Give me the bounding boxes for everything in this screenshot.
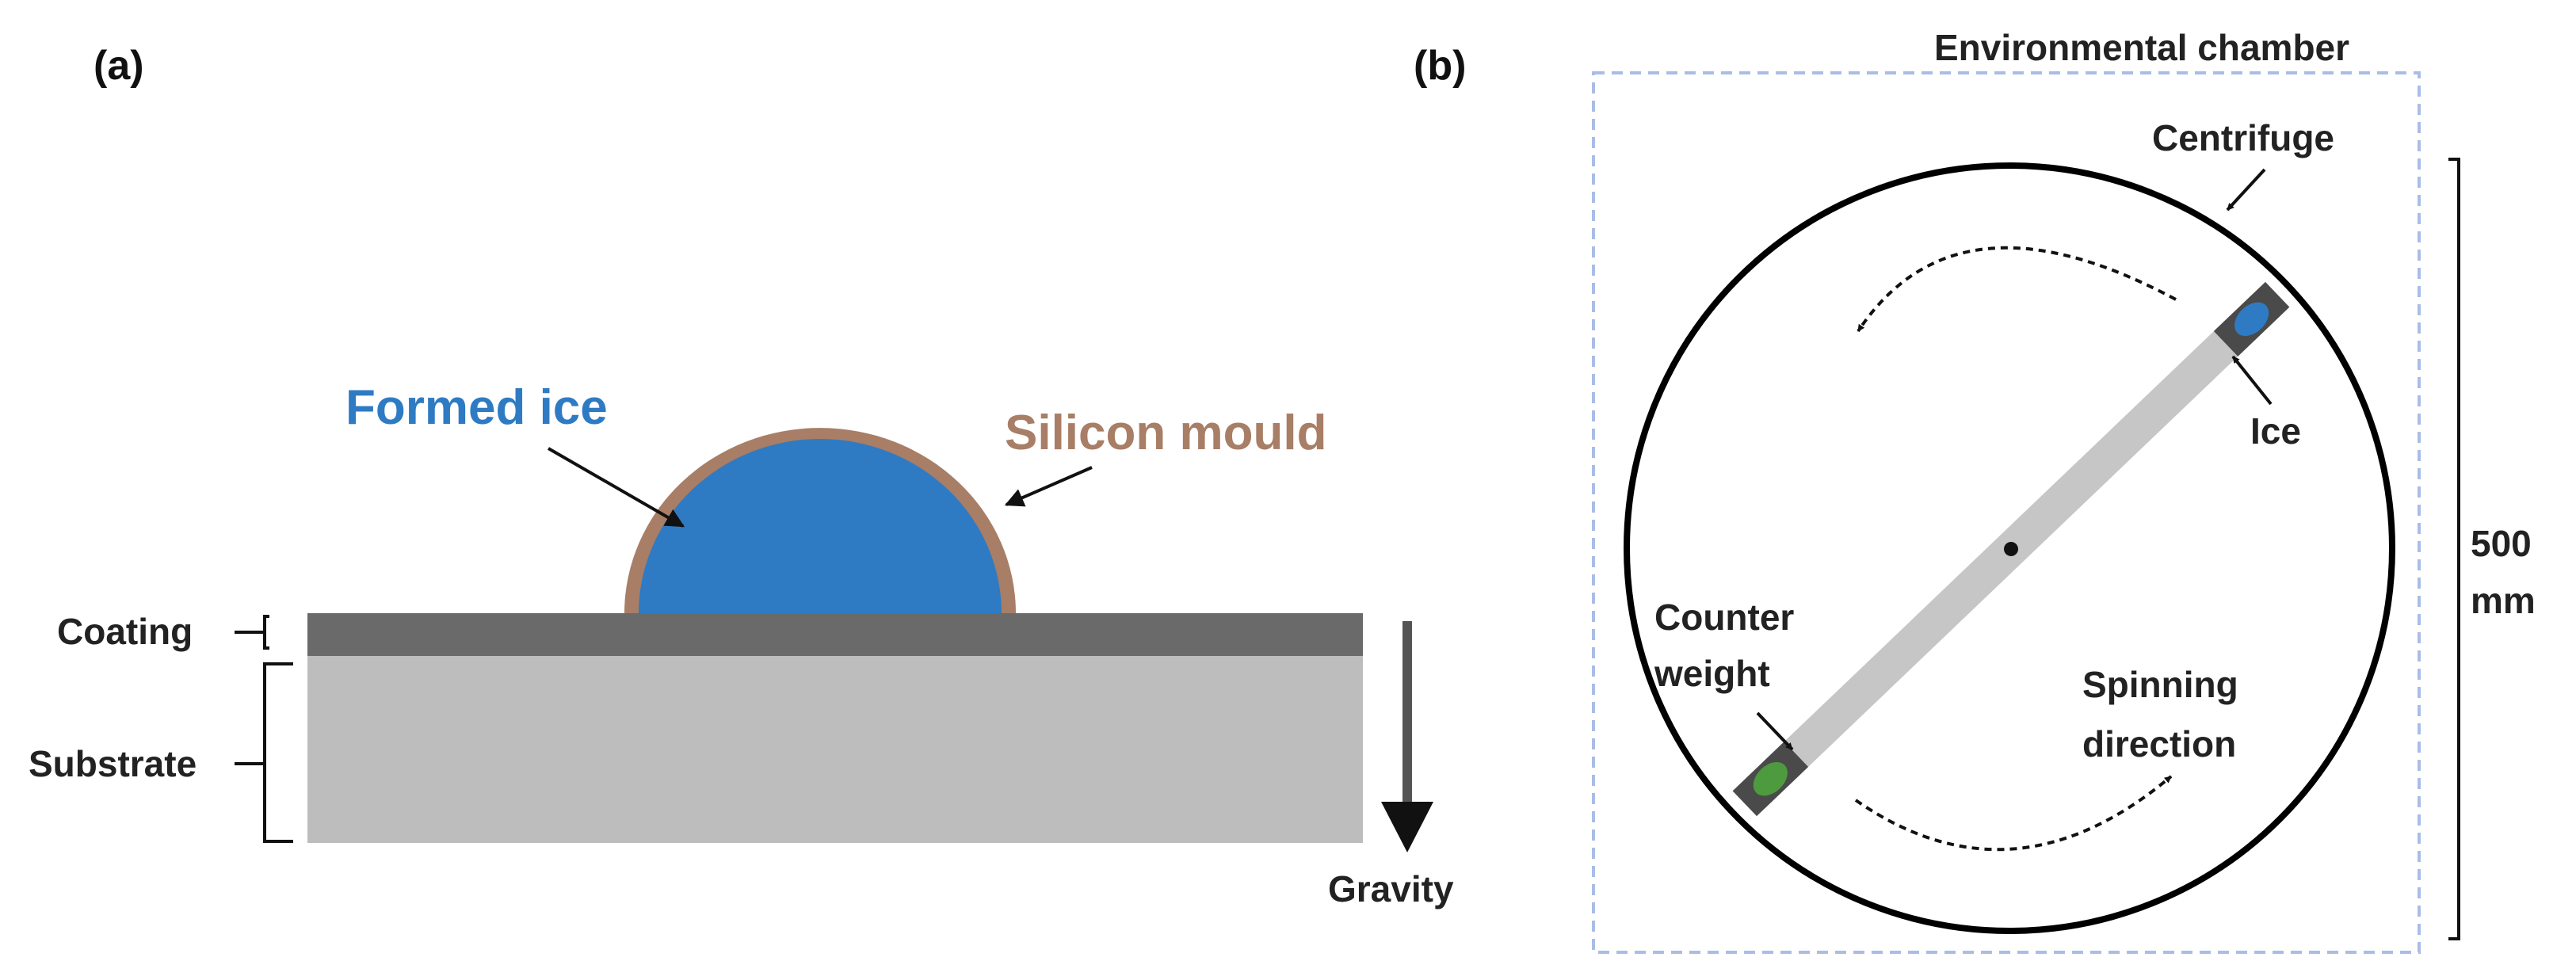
spinning-direction-label-line2: direction bbox=[2082, 723, 2236, 765]
spin-arrow-bottom bbox=[1854, 775, 2173, 852]
dimension-bar bbox=[2448, 158, 2460, 940]
centrifuge-label: Centrifuge bbox=[2152, 117, 2334, 158]
arm-pivot bbox=[2004, 542, 2018, 556]
formed-ice-pointer bbox=[548, 447, 685, 528]
environmental-chamber-label: Environmental chamber bbox=[1934, 27, 2349, 68]
formed-ice bbox=[639, 439, 1002, 613]
spin-arrow-top bbox=[1857, 246, 2177, 333]
dimension-unit: mm bbox=[2471, 580, 2536, 621]
counter-weight-mass bbox=[1753, 761, 1788, 796]
spinning-direction-label-line1: Spinning bbox=[2082, 664, 2238, 705]
counter-weight-label-line1: Counter bbox=[1654, 597, 1794, 638]
substrate-bracket bbox=[235, 662, 293, 843]
panel-b-label: (b) bbox=[1414, 43, 1466, 89]
counter-weight-pointer bbox=[1756, 711, 1794, 751]
gravity-label: Gravity bbox=[1328, 868, 1454, 909]
gravity-arrow-icon bbox=[1381, 802, 1433, 852]
ice-label: Ice bbox=[2250, 410, 2301, 452]
coating-layer bbox=[307, 613, 1363, 656]
formed-ice-label: Formed ice bbox=[345, 380, 608, 435]
coating-bracket bbox=[235, 615, 269, 650]
panel-a-label: (a) bbox=[93, 43, 144, 89]
environmental-chamber-box bbox=[1592, 71, 2421, 954]
substrate-layer bbox=[307, 656, 1363, 843]
centrifuge-arm bbox=[1732, 281, 2290, 817]
silicon-mould-label: Silicon mould bbox=[1005, 406, 1326, 460]
coating-label: Coating bbox=[57, 611, 193, 652]
silicon-mould-pointer bbox=[1004, 466, 1093, 507]
ice-sample bbox=[2234, 302, 2269, 337]
centrifuge-pointer bbox=[2226, 168, 2266, 212]
dimension-value: 500 bbox=[2471, 523, 2532, 564]
substrate-label: Substrate bbox=[29, 743, 197, 784]
ice-pointer bbox=[2231, 355, 2273, 406]
centrifuge-circle bbox=[1624, 162, 2395, 934]
counter-weight-label-line2: weight bbox=[1654, 653, 1770, 694]
